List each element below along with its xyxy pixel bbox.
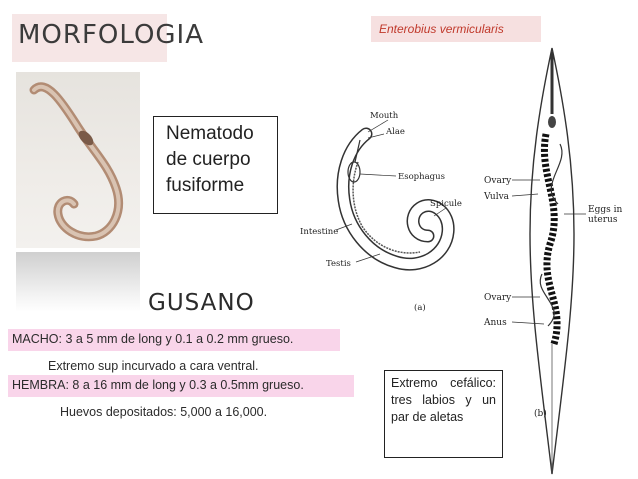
label-eggs-line1: Eggs in bbox=[588, 205, 622, 215]
hembra-size: HEMBRA: 8 a 16 mm de long y 0.3 a 0.5mm … bbox=[8, 375, 354, 397]
label-ovary-bottom: Ovary bbox=[484, 293, 512, 303]
label-esophagus: Esophagus bbox=[398, 172, 445, 182]
description-line: Nematodo bbox=[166, 123, 254, 144]
macho-detail: Extremo sup incurvado a cara ventral. bbox=[48, 359, 259, 373]
description-box: Nematodo de cuerpo fusiforme bbox=[153, 116, 278, 214]
page-title: MORFOLOGIA bbox=[12, 14, 203, 62]
label-vulva: Vulva bbox=[483, 192, 510, 202]
worm-photo-icon bbox=[29, 82, 124, 242]
female-diagram: Ovary Vulva Eggs in uterus Ovary Anus (b… bbox=[478, 44, 638, 478]
description-line: de cuerpo bbox=[166, 149, 251, 170]
label-testis: Testis bbox=[326, 259, 351, 269]
cephalic-note: Extremo cefálico: tres labios y un par d… bbox=[384, 370, 503, 458]
hembra-detail: Huevos depositados: 5,000 a 16,000. bbox=[60, 405, 268, 419]
section-heading: GUSANO bbox=[148, 290, 255, 316]
species-label: Enterobius vermicularis bbox=[371, 16, 541, 42]
description-line: fusiforme bbox=[166, 175, 245, 196]
label-eggs-line2: uterus bbox=[588, 215, 618, 225]
label-panel-a: (a) bbox=[414, 302, 426, 313]
label-spicule: Spicule bbox=[430, 199, 462, 209]
label-mouth: Mouth bbox=[370, 111, 399, 121]
worm-photo bbox=[16, 72, 140, 248]
label-anus: Anus bbox=[483, 318, 507, 328]
label-ovary-top: Ovary bbox=[484, 176, 512, 186]
label-alae: Alae bbox=[385, 127, 405, 137]
worm-photo-reflection bbox=[16, 252, 140, 312]
male-diagram: Mouth Alae Esophagus Intestine Spicule T… bbox=[296, 104, 486, 324]
label-panel-b: (b) bbox=[534, 408, 547, 419]
macho-size: MACHO: 3 a 5 mm de long y 0.1 a 0.2 mm g… bbox=[8, 329, 340, 351]
label-intestine: Intestine bbox=[300, 227, 338, 237]
